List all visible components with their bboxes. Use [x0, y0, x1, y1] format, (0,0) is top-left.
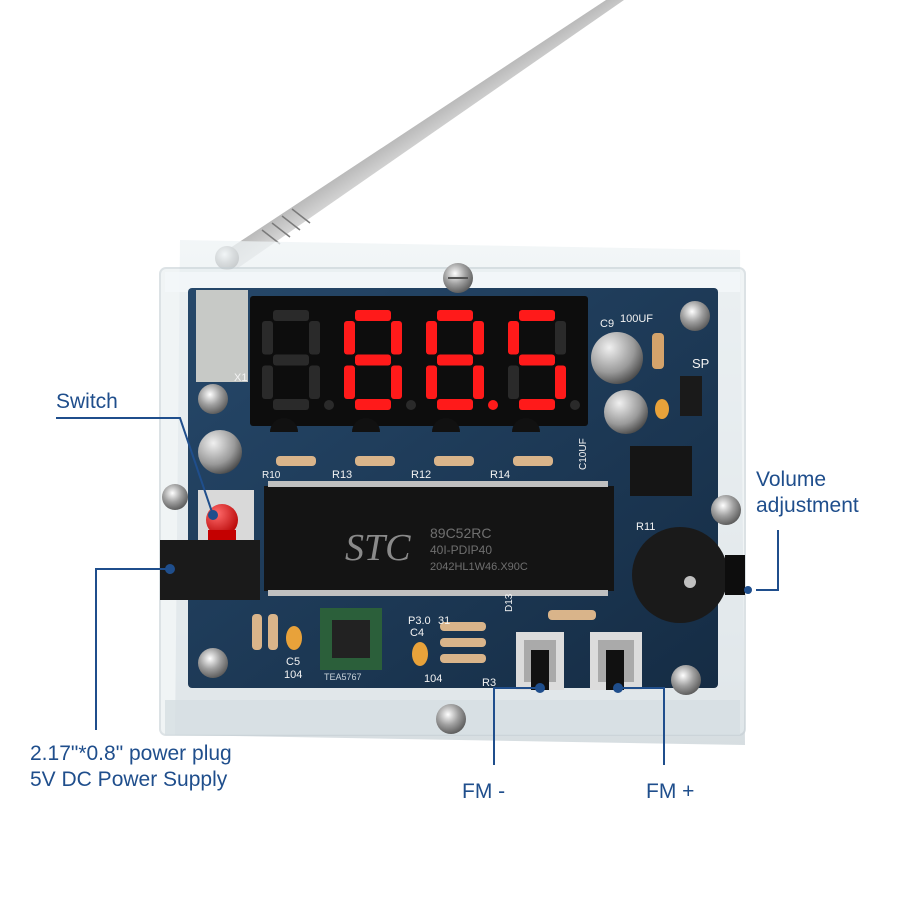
decimal-point	[488, 400, 498, 410]
label-power-line1: 2.17"*0.8" power plug	[30, 742, 232, 765]
volume-knob[interactable]	[632, 527, 745, 623]
label-fm-plus: FM +	[646, 779, 694, 805]
label-31: 31	[438, 615, 450, 627]
screw-left-upper	[198, 384, 228, 414]
label-c9-value: 100UF	[620, 313, 653, 325]
bottom-components	[252, 608, 596, 670]
screw-top-right	[680, 301, 710, 331]
chip-model: 89C52RC	[430, 525, 491, 541]
display-digit-1	[262, 310, 334, 410]
fm-plus-button[interactable]	[590, 632, 642, 690]
label-fm-minus-text: FM -	[462, 780, 506, 803]
decimal-point	[324, 400, 334, 410]
segment-d	[273, 399, 309, 410]
label-fm-plus-text: FM +	[646, 780, 695, 803]
label-r11: R11	[636, 521, 655, 533]
label-switch: Switch	[56, 389, 118, 415]
seven-segment-display	[250, 296, 588, 426]
decimal-point	[406, 400, 416, 410]
segment-e	[508, 365, 519, 399]
segment-g	[437, 354, 473, 366]
segment-c	[309, 365, 320, 399]
screw-right-mid	[711, 495, 741, 525]
segment-g	[273, 354, 309, 366]
segment-d	[519, 399, 555, 410]
segment-a	[273, 310, 309, 321]
label-radio-module: TEA5767	[324, 672, 362, 682]
segment-d	[437, 399, 473, 410]
segment-b	[473, 321, 484, 355]
label-c9: C9	[600, 318, 614, 330]
capacitor-left	[198, 430, 242, 474]
screw-top-middle	[443, 263, 473, 293]
chip-line3: 2042HL1W46.X90C	[430, 561, 528, 573]
label-p30: P3.0	[408, 615, 431, 627]
resistor-row	[276, 456, 553, 466]
segment-c	[473, 365, 484, 399]
dc-power-jack[interactable]	[160, 540, 260, 600]
label-power-line2: 5V DC Power Supply	[30, 768, 228, 791]
label-fm-minus: FM -	[462, 779, 505, 805]
segment-e	[262, 365, 273, 399]
segment-f	[344, 321, 355, 355]
label-c4: C4	[410, 627, 424, 639]
telescopic-antenna[interactable]	[215, 0, 624, 270]
label-r12: R12	[411, 469, 431, 481]
screw-left-mid	[162, 484, 188, 510]
label-c5: C5	[286, 656, 300, 668]
label-x1: X1	[234, 372, 247, 384]
label-r3: R3	[482, 677, 496, 689]
segment-f	[426, 321, 437, 355]
display-digit-4	[508, 310, 580, 410]
label-power-plug: 2.17"*0.8" power plug 5V DC Power Supply	[30, 741, 232, 793]
label-r14: R14	[490, 469, 510, 481]
segment-b	[309, 321, 320, 355]
chip-line2: 40I-PDIP40	[430, 543, 492, 557]
label-volume-line1: Volume	[756, 468, 827, 491]
segment-f	[508, 321, 519, 355]
mcu-chip	[264, 481, 614, 596]
display-digit-3	[426, 310, 498, 410]
label-switch-text: Switch	[56, 390, 118, 413]
segment-c	[555, 365, 566, 399]
display-digit-2	[344, 310, 416, 410]
label-c10: C10UF	[578, 438, 589, 470]
label-r10: R10	[262, 470, 281, 481]
screw-bottom-left	[198, 648, 228, 678]
segment-g	[519, 354, 555, 366]
callout-lines	[56, 417, 779, 765]
label-c4-value: 104	[424, 673, 442, 685]
segment-d	[355, 399, 391, 410]
label-r13: R13	[332, 469, 352, 481]
segment-f	[262, 321, 273, 355]
segment-b	[555, 321, 566, 355]
label-d13: D13	[504, 593, 515, 612]
segment-a	[355, 310, 391, 321]
segment-c	[391, 365, 402, 399]
segment-e	[426, 365, 437, 399]
segment-a	[519, 310, 555, 321]
chip-brand: STC	[345, 527, 411, 569]
label-c5-value: 104	[284, 669, 302, 681]
label-volume-line2: adjustment	[756, 494, 859, 517]
decimal-point	[570, 400, 580, 410]
segment-a	[437, 310, 473, 321]
label-volume-adjustment: Volume adjustment	[756, 467, 859, 519]
screw-bottom-right	[671, 665, 701, 695]
segment-e	[344, 365, 355, 399]
segment-b	[391, 321, 402, 355]
fm-minus-button[interactable]	[516, 632, 564, 690]
label-speaker: SP	[692, 356, 709, 371]
capacitor-c9	[591, 332, 669, 434]
segment-g	[355, 354, 391, 366]
screw-bottom-middle	[436, 704, 466, 734]
amplifier-ic	[630, 446, 692, 496]
transistor-row	[270, 418, 540, 432]
